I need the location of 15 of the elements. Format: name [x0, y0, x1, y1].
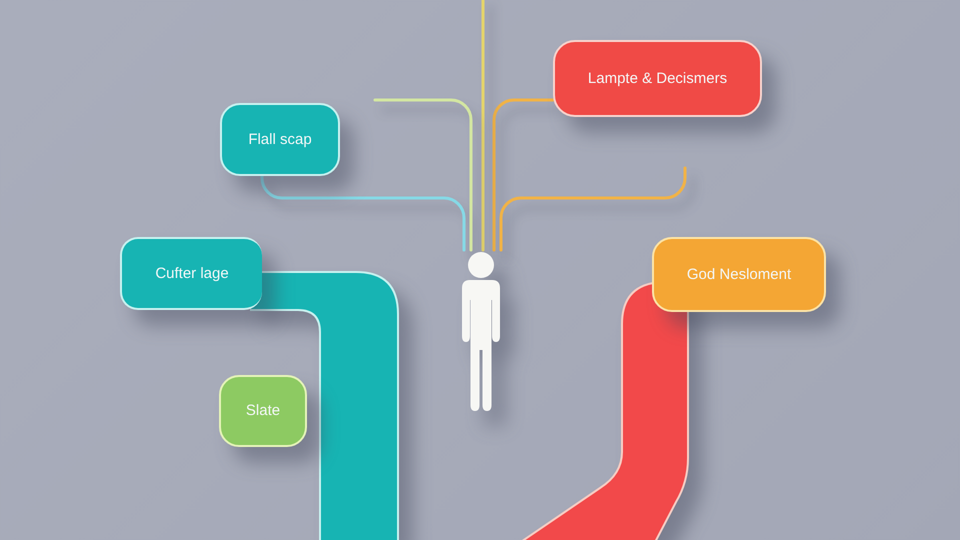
process-box: [652, 237, 826, 312]
node-label: Slate: [246, 402, 280, 420]
node-label: Cufter lage: [155, 264, 229, 282]
node-label: Flall scap: [248, 130, 312, 148]
connector-line: [374, 98, 472, 252]
connector-line: [260, 174, 466, 252]
process-box: [220, 103, 340, 176]
process-box: [553, 40, 762, 117]
connector-line: [500, 166, 686, 252]
process-box: [120, 237, 262, 310]
process-box: [219, 375, 307, 447]
node-label: Lampte & Decismers: [588, 70, 728, 88]
node-label: God Nesloment: [686, 266, 792, 284]
connector-line: [492, 98, 554, 252]
connector-line: [482, 0, 484, 252]
